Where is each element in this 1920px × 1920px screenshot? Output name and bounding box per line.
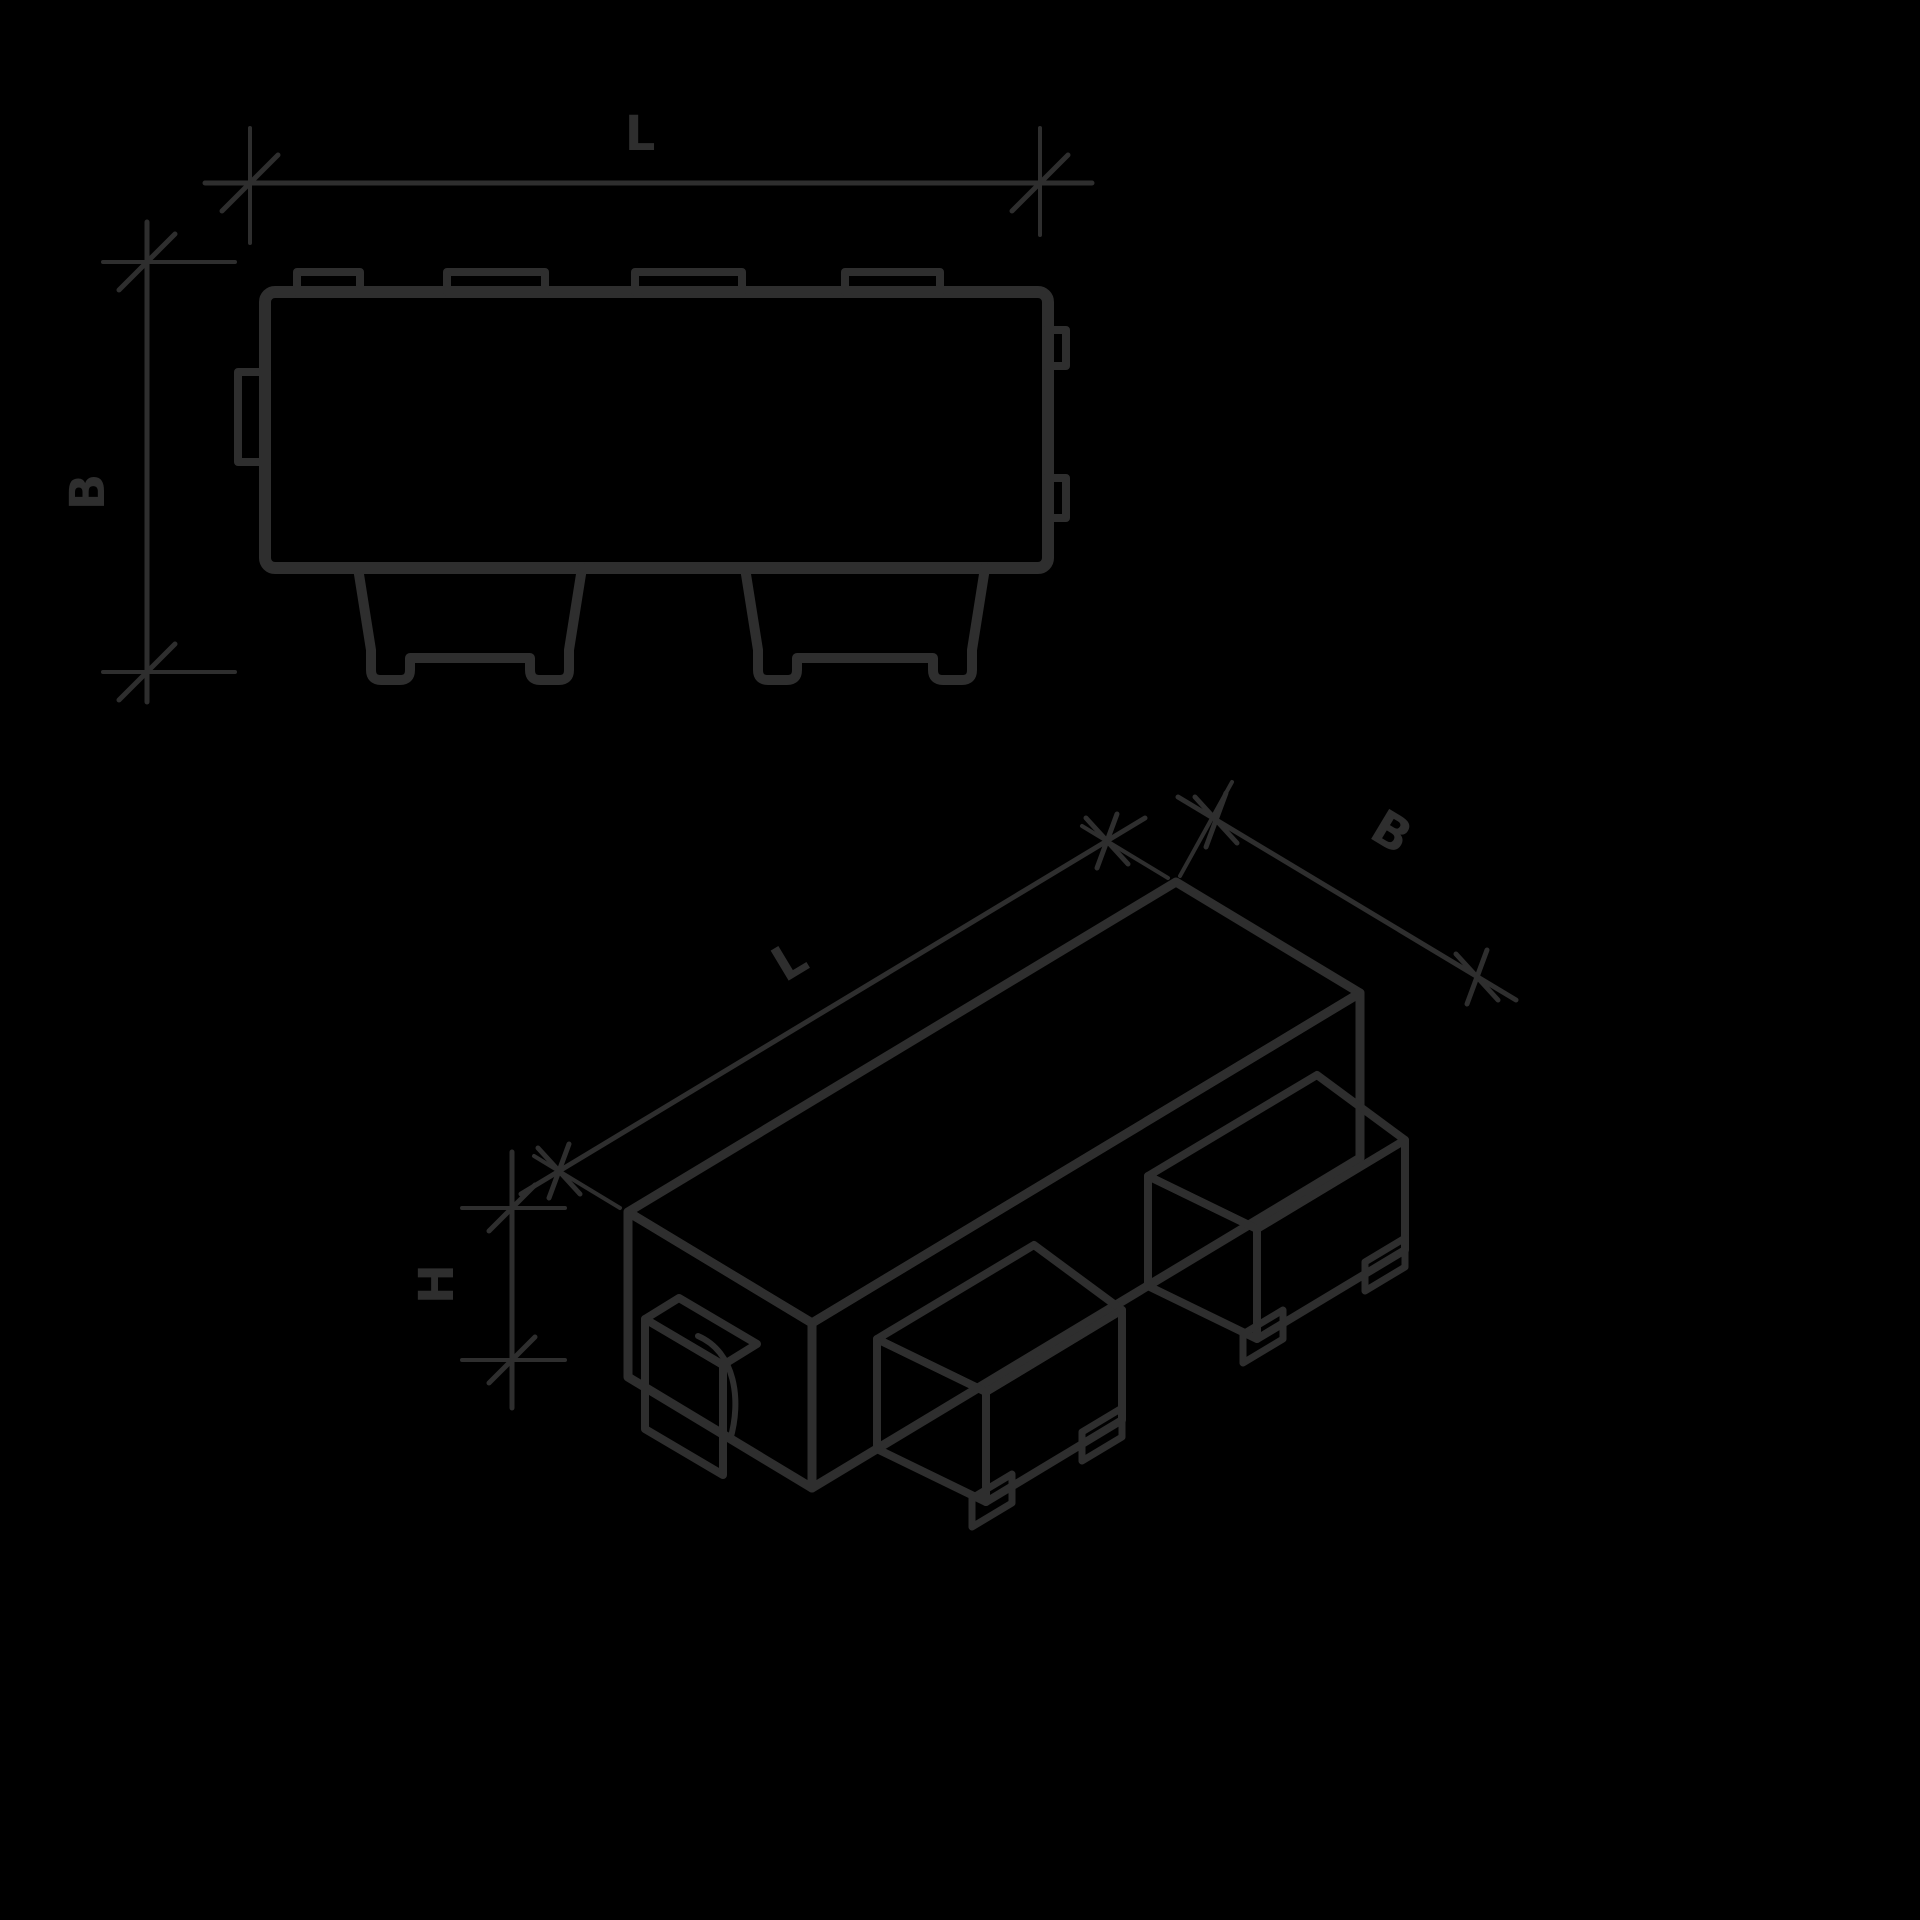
- iso-dim-width: B: [1175, 780, 1519, 1007]
- iso-foot-lug: [1078, 1404, 1126, 1465]
- plan-dim-length: L: [202, 106, 1095, 245]
- iso-foot: [873, 1241, 1126, 1531]
- iso-end-tab-detail: [695, 1333, 739, 1443]
- iso-dim-height: H: [409, 1149, 567, 1411]
- dim-extension-line: [1178, 780, 1234, 878]
- plan-foot: [353, 563, 587, 685]
- iso-foot-lug: [968, 1470, 1016, 1531]
- iso-block-front-face: [807, 988, 1365, 1493]
- dim-line: [1175, 794, 1519, 1003]
- plan-dim-width: B: [60, 219, 237, 705]
- iso-foot-lug: [1361, 1234, 1409, 1295]
- plan-block-outline: [234, 268, 1070, 685]
- dim-tick-slash: [1453, 951, 1501, 1003]
- dim-tick-slash: [1192, 794, 1240, 846]
- plan-top-tab: [841, 268, 944, 296]
- plan-foot: [740, 563, 990, 685]
- iso-foot-lug: [1239, 1306, 1287, 1367]
- iso-block-top-face: [623, 877, 1365, 1328]
- iso-foot: [1144, 1071, 1409, 1367]
- plan-top-tab: [443, 268, 549, 296]
- plan-left-tab: [234, 368, 271, 466]
- dim-line: [518, 815, 1148, 1197]
- dim-label-width: B: [1361, 799, 1421, 866]
- iso-dim-length: L: [518, 811, 1170, 1210]
- iso-block: [623, 877, 1365, 1493]
- dim-label-height: H: [409, 1264, 465, 1304]
- dim-label-length: L: [625, 106, 656, 162]
- plan-right-tab: [1042, 474, 1070, 522]
- dim-label-length: L: [762, 929, 817, 993]
- iso-view: L B H: [409, 780, 1519, 1531]
- dim-extension-line: [532, 1154, 622, 1210]
- plan-top-tab: [293, 268, 364, 296]
- iso-end-tab-front-face: [641, 1315, 727, 1479]
- plan-block-body: [259, 286, 1054, 574]
- dim-extension-line: [1080, 824, 1170, 880]
- plan-top-tab: [631, 268, 746, 296]
- plan-view: L B: [60, 106, 1095, 705]
- iso-end-tab: [641, 1294, 761, 1479]
- plan-right-tab: [1042, 326, 1070, 370]
- dim-label-width: B: [60, 474, 116, 511]
